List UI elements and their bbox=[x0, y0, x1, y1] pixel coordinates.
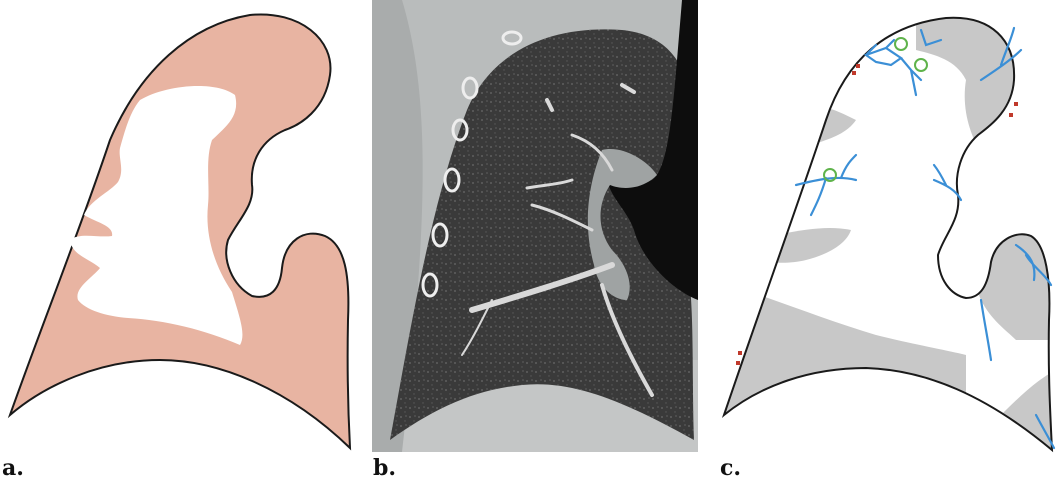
panel-a-schematic bbox=[0, 0, 360, 470]
panel-b-label: b. bbox=[373, 455, 396, 481]
panel-c-red-spot-5 bbox=[738, 351, 742, 355]
panel-c-red-spot-3 bbox=[1014, 102, 1018, 106]
panel-a-label: a. bbox=[2, 455, 24, 481]
panel-b-svg bbox=[372, 0, 698, 452]
panel-c-label: c. bbox=[720, 455, 741, 481]
panel-c-schematic bbox=[716, 0, 1056, 470]
panel-c-red-spot-1 bbox=[856, 64, 860, 68]
panel-c-red-spot-4 bbox=[1009, 113, 1013, 117]
panel-c-red-spot-6 bbox=[736, 361, 740, 365]
panel-c-red-spot-2 bbox=[852, 71, 856, 75]
panel-c-svg bbox=[716, 0, 1056, 470]
panel-a-svg bbox=[0, 0, 360, 470]
panel-b-ct-image bbox=[372, 0, 698, 452]
